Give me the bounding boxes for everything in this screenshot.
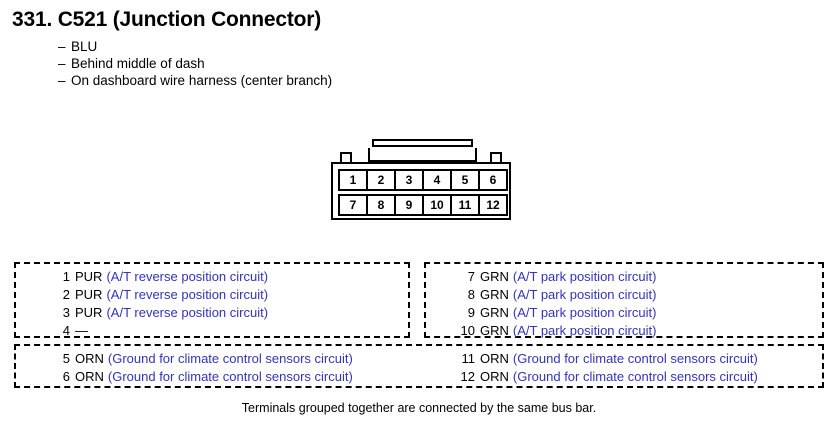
pin-wire-color: PUR: [75, 287, 103, 302]
pin-number: 6: [62, 369, 70, 384]
connector-pin-4: 4: [422, 169, 452, 191]
page-title: 331. C521 (Junction Connector): [12, 8, 322, 31]
pin-number: 9: [467, 305, 475, 320]
pin-entry: 7 GRN(A/T park position circuit): [455, 268, 657, 286]
pin-circuit-description: (Ground for climate control sensors circ…: [512, 369, 758, 384]
connector-pin-10: 10: [422, 194, 452, 216]
pin-circuit-description: (A/T park position circuit): [512, 269, 657, 284]
pin-circuit-description: (A/T park position circuit): [512, 323, 657, 338]
pin-circuit-description: (A/T reverse position circuit): [106, 287, 269, 302]
pin-wire-color: —: [75, 323, 88, 338]
pin-number: 1: [62, 269, 70, 284]
pin-entry: 6 ORN(Ground for climate control sensors …: [50, 368, 353, 386]
connector-pin-7: 7: [338, 194, 368, 216]
description-item-label: BLU: [71, 39, 98, 54]
pin-entry: 4—: [50, 322, 268, 340]
connector-pin-9: 9: [394, 194, 424, 216]
connector-pin-5: 5: [450, 169, 480, 191]
description-item: –BLU: [58, 38, 332, 55]
connector-pin-row-top: 1 2 3 4 5 6: [338, 169, 508, 191]
description-list: –BLU –Behind middle of dash –On dashboar…: [58, 38, 332, 89]
pin-entry: 1 PUR(A/T reverse position circuit): [50, 268, 268, 286]
pin-circuit-description: (Ground for climate control sensors circ…: [107, 369, 353, 384]
pin-entry: 2 PUR(A/T reverse position circuit): [50, 286, 268, 304]
pin-number: 10: [460, 323, 475, 338]
pin-wire-color: ORN: [75, 351, 104, 366]
bus-bar-group-box-3: [14, 344, 824, 388]
connector-pin-11: 11: [450, 194, 480, 216]
connector-notch-left: [340, 152, 352, 163]
footer-note: Terminals grouped together are connected…: [241, 401, 597, 415]
pin-wire-color: GRN: [480, 287, 509, 302]
connector-shell: 1 2 3 4 5 6 7 8 9 10 11 12: [331, 162, 511, 220]
connector-pin-2: 2: [366, 169, 396, 191]
pin-entry: 9 GRN(A/T park position circuit): [455, 304, 657, 322]
connector-pin-12: 12: [478, 194, 508, 216]
pin-number: 2: [62, 287, 70, 302]
pin-wire-color: GRN: [480, 323, 509, 338]
connector-pin-3: 3: [394, 169, 424, 191]
pin-entry: 10 GRN(A/T park position circuit): [455, 322, 657, 340]
pin-wire-color: GRN: [480, 269, 509, 284]
bus-bar-group-box-1: [14, 262, 410, 338]
pin-wire-color: ORN: [480, 351, 509, 366]
pin-entry: 12 ORN(Ground for climate control sensors…: [455, 368, 758, 386]
pin-number: 8: [467, 287, 475, 302]
dash-icon: –: [58, 73, 66, 88]
pin-entry: 8 GRN(A/T park position circuit): [455, 286, 657, 304]
pin-circuit-description: (Ground for climate control sensors circ…: [107, 351, 353, 366]
pin-number: 7: [467, 269, 475, 284]
pin-wire-color: PUR: [75, 305, 103, 320]
dash-icon: –: [58, 39, 66, 54]
pin-circuit-description: (A/T reverse position circuit): [106, 269, 269, 284]
pin-entry: 3 PUR(A/T reverse position circuit): [50, 304, 268, 322]
pin-number: 12: [460, 369, 475, 384]
pin-entry: 11 ORN(Ground for climate control sensors…: [455, 350, 758, 368]
pin-entry: 5 ORN(Ground for climate control sensors …: [50, 350, 353, 368]
pin-wire-color: PUR: [75, 269, 103, 284]
pin-number: 3: [62, 305, 70, 320]
connector-pin-6: 6: [478, 169, 508, 191]
pin-number: 4: [62, 323, 70, 338]
description-item-label: On dashboard wire harness (center branch…: [71, 73, 333, 88]
pin-wire-color: ORN: [480, 369, 509, 384]
connector-pin-8: 8: [366, 194, 396, 216]
description-item: –Behind middle of dash: [58, 55, 332, 72]
description-item-label: Behind middle of dash: [71, 56, 205, 71]
pin-circuit-description: (A/T park position circuit): [512, 287, 657, 302]
connector-pin-row-bottom: 7 8 9 10 11 12: [338, 194, 508, 216]
pin-circuit-description: (Ground for climate control sensors circ…: [512, 351, 758, 366]
connector-diagram: 1 2 3 4 5 6 7 8 9 10 11 12: [331, 139, 511, 220]
bus-bar-group-box-2: [424, 262, 824, 338]
pin-wire-color: ORN: [75, 369, 104, 384]
connector-latch-bar: [372, 139, 473, 147]
pin-number: 11: [461, 351, 476, 366]
pin-circuit-description: (A/T reverse position circuit): [106, 305, 269, 320]
description-item: –On dashboard wire harness (center branc…: [58, 72, 332, 89]
connector-pin-1: 1: [338, 169, 368, 191]
pin-number: 5: [62, 351, 70, 366]
dash-icon: –: [58, 56, 66, 71]
pin-circuit-description: (A/T park position circuit): [512, 305, 657, 320]
connector-shroud: [368, 148, 477, 162]
connector-notch-right: [490, 152, 502, 163]
pin-wire-color: GRN: [480, 305, 509, 320]
